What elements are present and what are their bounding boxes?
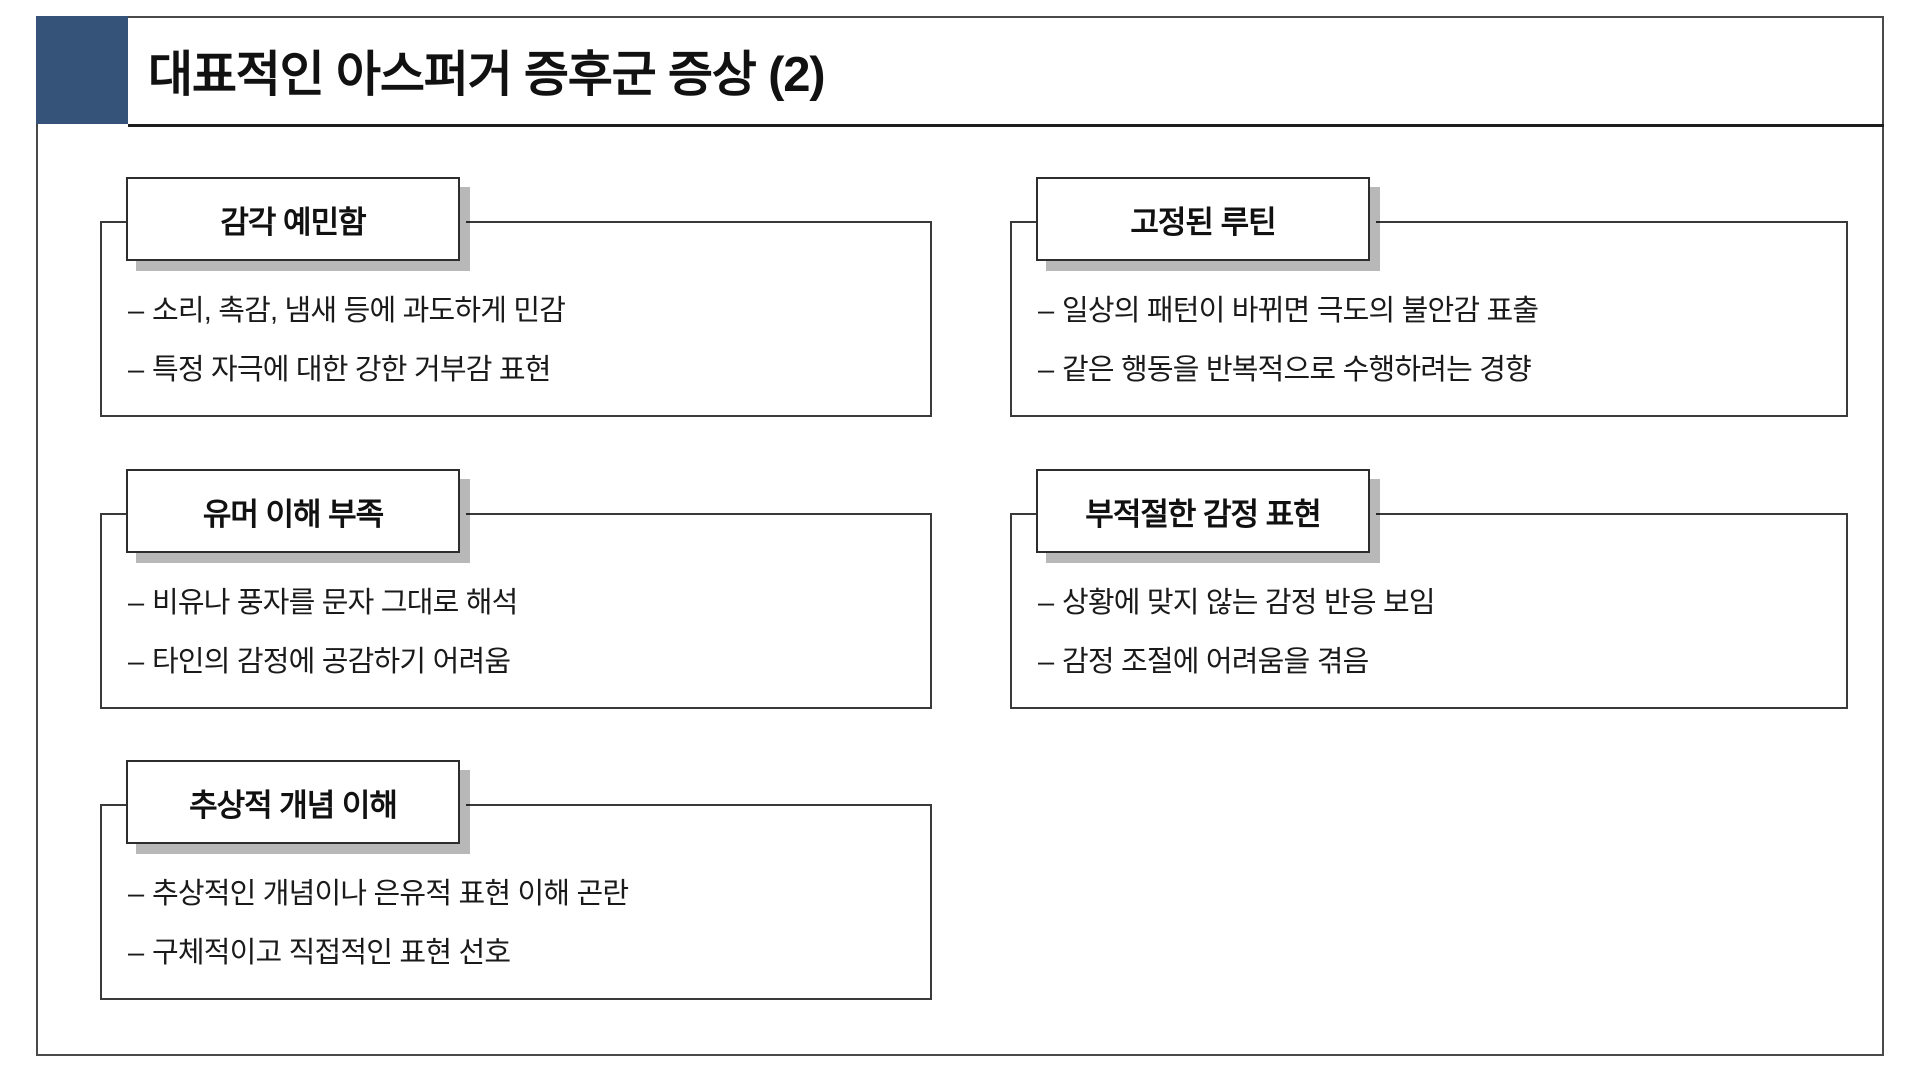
card-bracket — [1010, 513, 1848, 709]
list-item: –소리, 촉감, 냄새 등에 과도하게 민감 — [128, 297, 908, 326]
card-header-fixed-routine[interactable]: 고정된 루틴 — [1036, 177, 1370, 261]
bullet-marker: – — [1038, 354, 1054, 386]
card-bracket-top-left — [100, 221, 140, 223]
card-bracket-top-left — [1010, 221, 1050, 223]
list-item: –타인의 감정에 공감하기 어려움 — [128, 648, 908, 677]
card-body: –비유나 풍자를 문자 그대로 해석 –타인의 감정에 공감하기 어려움 — [128, 589, 908, 677]
bullet-marker: – — [128, 354, 144, 386]
list-item: –추상적인 개념이나 은유적 표현 이해 곤란 — [128, 880, 908, 909]
card-header-label: 고정된 루틴 — [1130, 204, 1276, 240]
card-bracket-top-right — [1376, 513, 1848, 515]
list-item: –비유나 풍자를 문자 그대로 해석 — [128, 589, 908, 618]
card-header-humor-comprehension[interactable]: 유머 이해 부족 — [126, 469, 460, 553]
card-header-label: 추상적 개념 이해 — [189, 787, 398, 823]
list-item: –특정 자극에 대한 강한 거부감 표현 — [128, 356, 908, 385]
card-body: –소리, 촉감, 냄새 등에 과도하게 민감 –특정 자극에 대한 강한 거부감… — [128, 297, 908, 385]
card-humor-comprehension: 유머 이해 부족 –비유나 풍자를 문자 그대로 해석 –타인의 감정에 공감하… — [100, 469, 932, 709]
bullet-marker: – — [128, 646, 144, 678]
title-underline — [128, 124, 1884, 127]
list-item: –감정 조절에 어려움을 겪음 — [1038, 648, 1824, 677]
list-item-text: 특정 자극에 대한 강한 거부감 표현 — [152, 354, 551, 386]
card-bracket-top-right — [466, 221, 932, 223]
card-body: –일상의 패턴이 바뀌면 극도의 불안감 표출 –같은 행동을 반복적으로 수행… — [1038, 297, 1824, 385]
list-item-text: 일상의 패턴이 바뀌면 극도의 불안감 표출 — [1062, 295, 1539, 327]
bullet-marker: – — [1038, 587, 1054, 619]
list-item: –일상의 패턴이 바뀌면 극도의 불안감 표출 — [1038, 297, 1824, 326]
card-header-label: 감각 예민함 — [220, 204, 366, 240]
bullet-marker: – — [128, 878, 144, 910]
bullet-marker: – — [128, 937, 144, 969]
page-title: 대표적인 아스퍼거 증후군 증상 (2) — [148, 47, 826, 102]
card-header-abstract-concepts[interactable]: 추상적 개념 이해 — [126, 760, 460, 844]
card-bracket-top-right — [466, 804, 932, 806]
list-item: –같은 행동을 반복적으로 수행하려는 경향 — [1038, 356, 1824, 385]
card-bracket — [1010, 221, 1848, 417]
bullet-marker: – — [1038, 646, 1054, 678]
bullet-marker: – — [128, 295, 144, 327]
card-bracket — [100, 804, 932, 1000]
bullet-marker: – — [128, 587, 144, 619]
list-item-text: 상황에 맞지 않는 감정 반응 보임 — [1062, 587, 1436, 619]
card-bracket-top-right — [466, 513, 932, 515]
card-fixed-routine: 고정된 루틴 –일상의 패턴이 바뀌면 극도의 불안감 표출 –같은 행동을 반… — [1010, 177, 1848, 417]
card-body: –추상적인 개념이나 은유적 표현 이해 곤란 –구체적이고 직접적인 표현 선… — [128, 880, 908, 968]
list-item-text: 비유나 풍자를 문자 그대로 해석 — [152, 587, 518, 619]
card-bracket — [100, 513, 932, 709]
list-item-text: 타인의 감정에 공감하기 어려움 — [152, 646, 511, 678]
card-header-sensory-sensitivity[interactable]: 감각 예민함 — [126, 177, 460, 261]
list-item: –상황에 맞지 않는 감정 반응 보임 — [1038, 589, 1824, 618]
card-abstract-concepts: 추상적 개념 이해 –추상적인 개념이나 은유적 표현 이해 곤란 –구체적이고… — [100, 760, 932, 1000]
list-item-text: 소리, 촉감, 냄새 등에 과도하게 민감 — [152, 295, 566, 327]
card-body: –상황에 맞지 않는 감정 반응 보임 –감정 조절에 어려움을 겪음 — [1038, 589, 1824, 677]
title-accent-block — [36, 16, 128, 124]
list-item-text: 같은 행동을 반복적으로 수행하려는 경향 — [1062, 354, 1532, 386]
list-item: –구체적이고 직접적인 표현 선호 — [128, 939, 908, 968]
card-bracket-top-left — [100, 513, 140, 515]
card-bracket-top-right — [1376, 221, 1848, 223]
card-bracket — [100, 221, 932, 417]
bullet-marker: – — [1038, 295, 1054, 327]
list-item-text: 감정 조절에 어려움을 겪음 — [1062, 646, 1369, 678]
list-item-text: 구체적이고 직접적인 표현 선호 — [152, 937, 511, 969]
card-bracket-top-left — [100, 804, 140, 806]
card-inappropriate-emotion: 부적절한 감정 표현 –상황에 맞지 않는 감정 반응 보임 –감정 조절에 어… — [1010, 469, 1848, 709]
card-header-label: 유머 이해 부족 — [202, 496, 384, 532]
card-header-inappropriate-emotion[interactable]: 부적절한 감정 표현 — [1036, 469, 1370, 553]
card-sensory-sensitivity: 감각 예민함 –소리, 촉감, 냄새 등에 과도하게 민감 –특정 자극에 대한… — [100, 177, 932, 417]
card-header-label: 부적절한 감정 표현 — [1085, 496, 1321, 532]
list-item-text: 추상적인 개념이나 은유적 표현 이해 곤란 — [152, 878, 629, 910]
card-bracket-top-left — [1010, 513, 1050, 515]
